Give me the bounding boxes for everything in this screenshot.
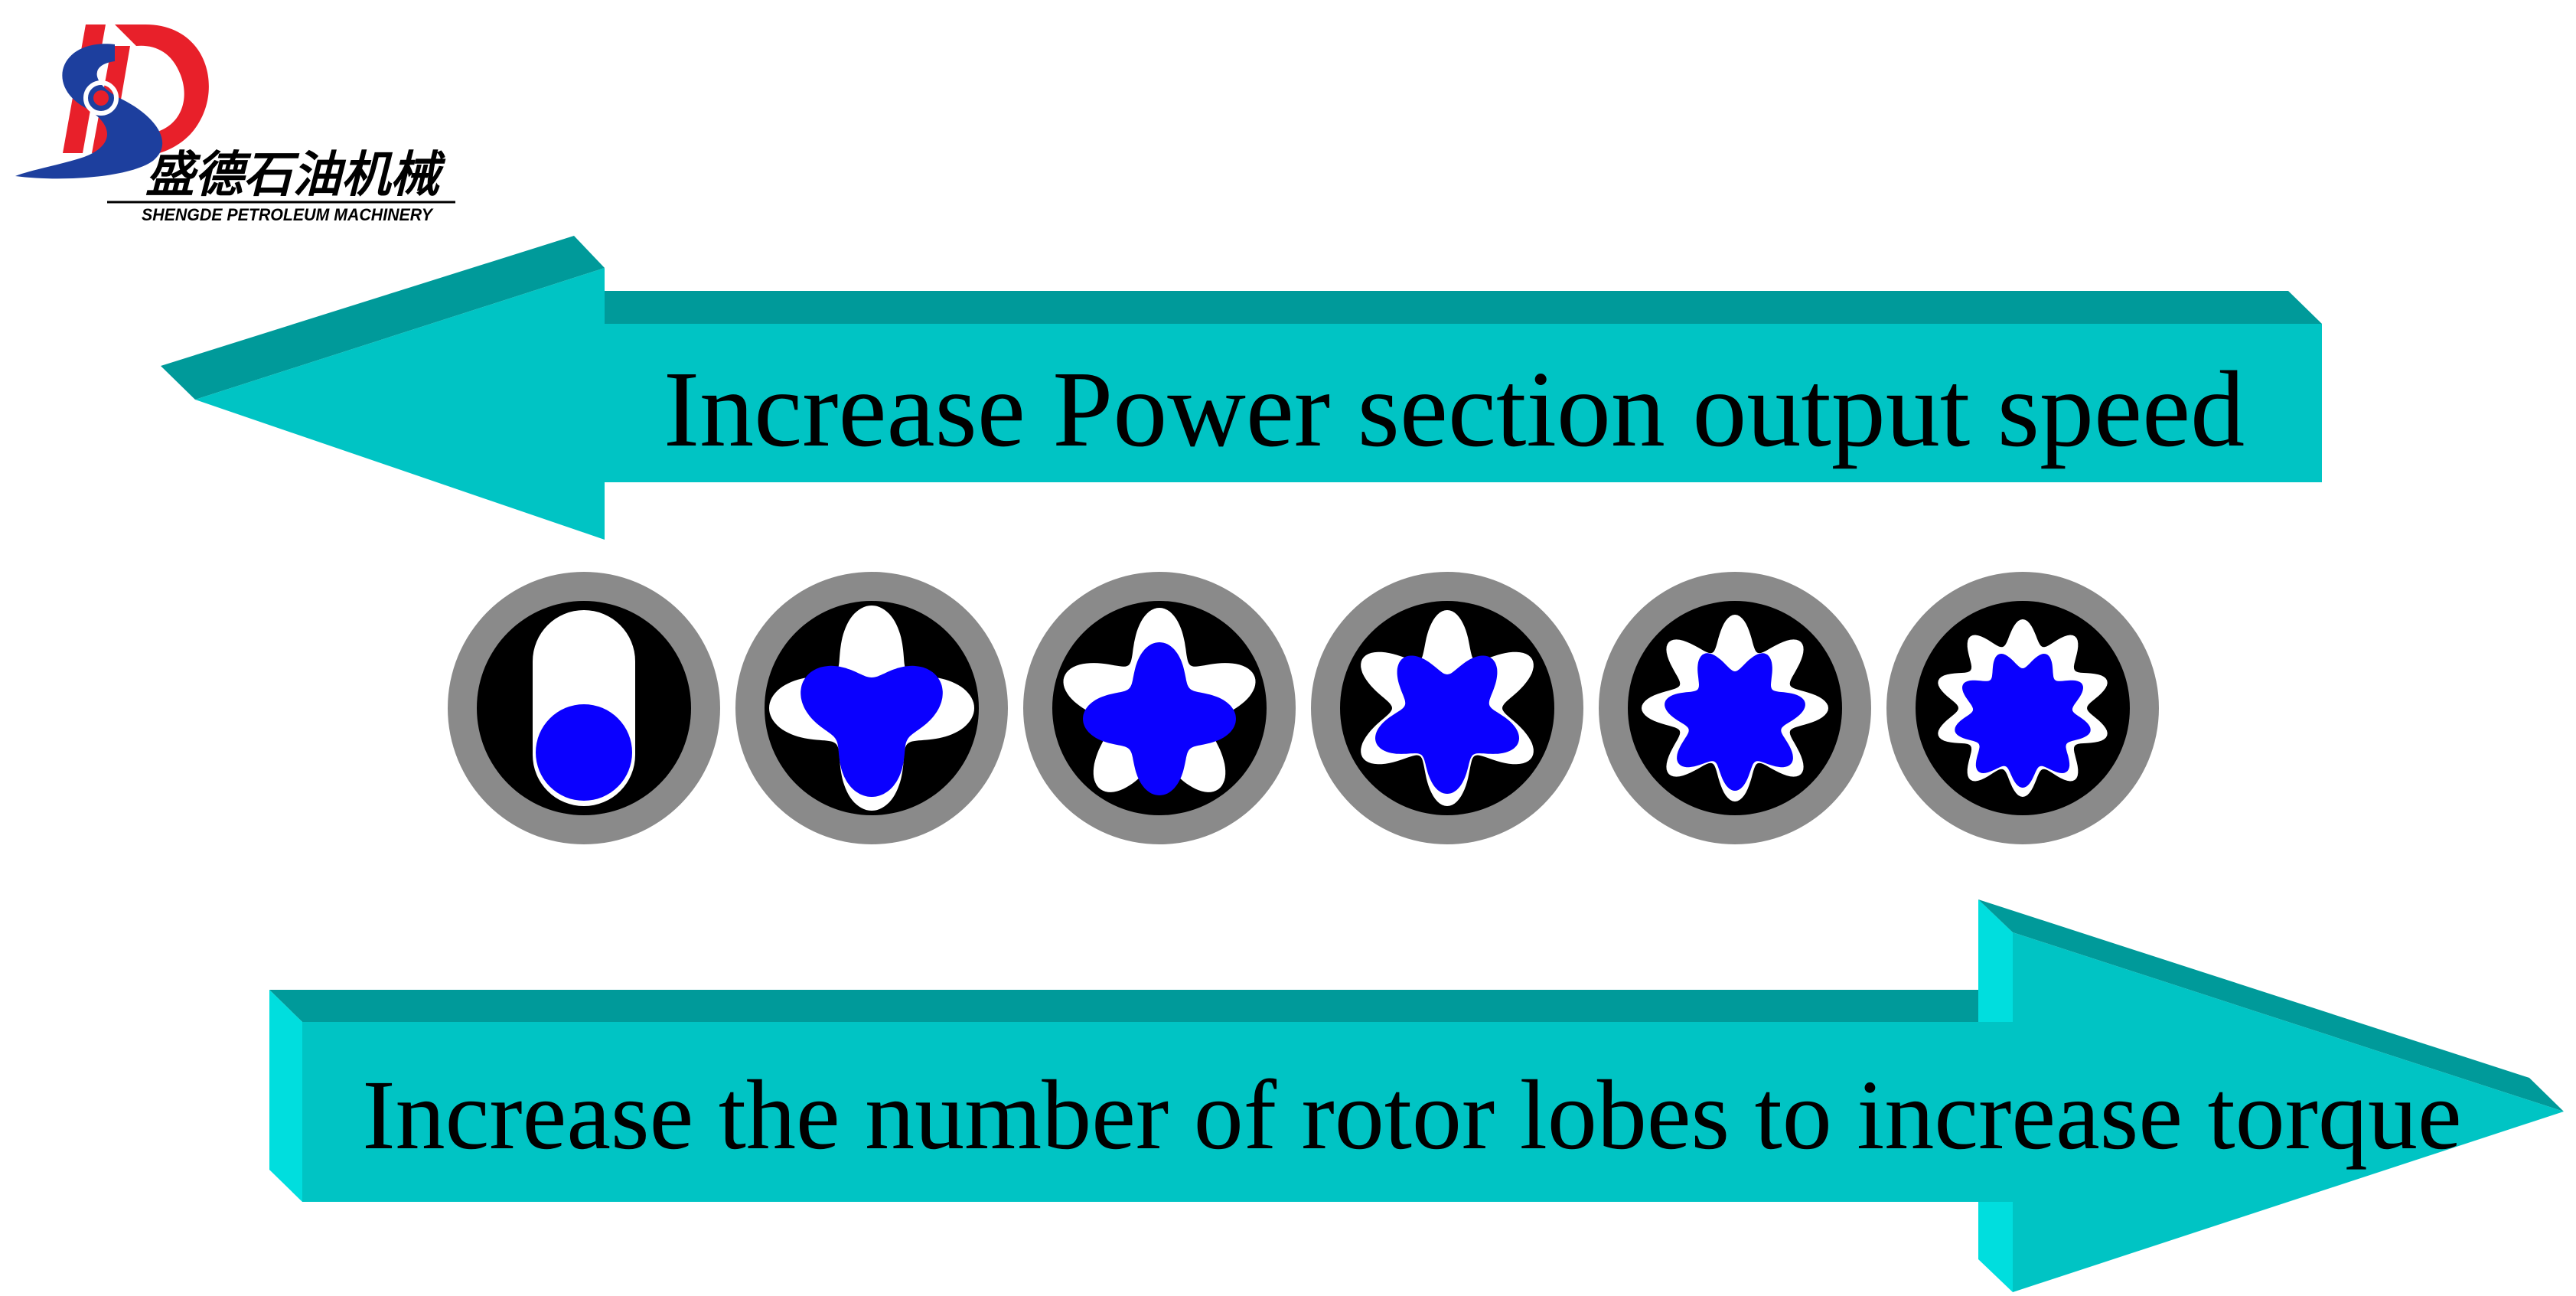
top-arrow-head-top — [161, 236, 605, 400]
bottom-arrow-left-side — [269, 990, 302, 1202]
rotor-stator-1 — [448, 572, 720, 844]
bottom-arrow-label: Increase the number of rotor lobes to in… — [362, 1060, 2461, 1170]
bottom-arrow-body — [302, 932, 2564, 1292]
rotor — [801, 665, 943, 797]
logo-s-swoosh — [15, 44, 163, 179]
rotor-stator-sections — [448, 572, 2159, 844]
bottom-arrow-head-top — [1978, 899, 2564, 1112]
top-arrow-label: Increase Power section output speed — [664, 348, 2245, 469]
company-logo: 盛德石油机械 SHENGDE PETROLEUM MACHINERY — [15, 24, 455, 224]
rotor — [1665, 653, 1805, 791]
rotor — [1955, 654, 2091, 788]
rotor — [1375, 655, 1519, 794]
rotor-stator-2 — [735, 572, 1008, 844]
top-arrow-body — [195, 268, 2322, 540]
logo-emblem — [15, 24, 209, 179]
bottom-arrow: Increase the number of rotor lobes to in… — [269, 899, 2564, 1292]
bottom-arrow-top-face — [269, 990, 2013, 1022]
rotor — [536, 704, 632, 801]
rotor-stator-3 — [1023, 572, 1296, 844]
rotor-stator-5 — [1599, 572, 1871, 844]
rotor-stator-6 — [1886, 572, 2159, 844]
rotor-stator-4 — [1311, 572, 1583, 844]
logo-ring — [83, 80, 119, 116]
logo-d-shape — [115, 24, 209, 157]
logo-name-cn: 盛德石油机械 — [145, 147, 446, 204]
top-arrow: Increase Power section output speed — [161, 236, 2322, 540]
logo-name-en: SHENGDE PETROLEUM MACHINERY — [142, 205, 434, 224]
top-arrow-top-face — [605, 291, 2322, 324]
logo-ring-inner — [93, 90, 109, 106]
rotor — [1083, 642, 1236, 795]
